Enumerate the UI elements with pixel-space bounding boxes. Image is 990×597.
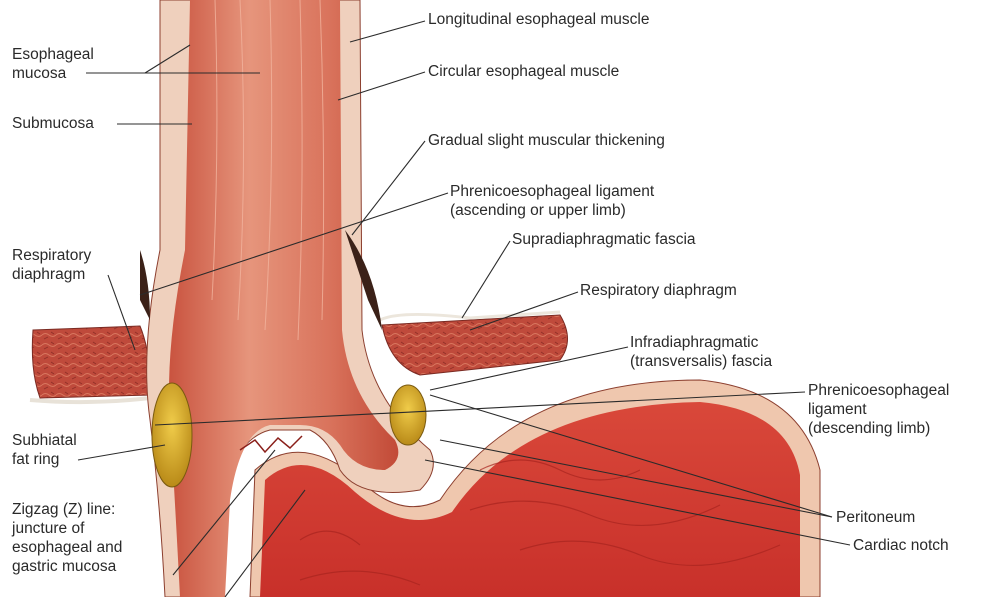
label-phrenicoesophageal-descending: Phrenicoesophageal ligament (descending … — [808, 381, 949, 438]
label-subhiatal-fat-ring: Subhiatal fat ring — [12, 431, 77, 469]
label-supradiaphragmatic-fascia: Supradiaphragmatic fascia — [512, 230, 696, 249]
label-phrenicoesophageal-upper: Phrenicoesophageal ligament (ascending o… — [450, 182, 654, 220]
label-peritoneum: Peritoneum — [836, 508, 915, 527]
left-diaphragm-muscle — [32, 326, 152, 398]
label-cardiac-notch: Cardiac notch — [853, 536, 949, 555]
fat-ring-left — [152, 383, 192, 487]
label-respiratory-diaphragm-left: Respiratory diaphragm — [12, 246, 91, 284]
label-longitudinal-muscle: Longitudinal esophageal muscle — [428, 10, 649, 29]
label-circular-muscle: Circular esophageal muscle — [428, 62, 619, 81]
label-respiratory-diaphragm-right: Respiratory diaphragm — [580, 281, 737, 300]
label-gradual-thickening: Gradual slight muscular thickening — [428, 131, 665, 150]
label-infradiaphragmatic-fascia: Infradiaphragmatic (transversalis) fasci… — [630, 333, 772, 371]
label-esophageal-mucosa: Esophageal mucosa — [12, 45, 94, 83]
label-submucosa: Submucosa — [12, 114, 94, 133]
label-z-line: Zigzag (Z) line: juncture of esophageal … — [12, 500, 122, 576]
fat-ring-right — [390, 385, 426, 445]
ligament-space-left — [140, 250, 150, 320]
